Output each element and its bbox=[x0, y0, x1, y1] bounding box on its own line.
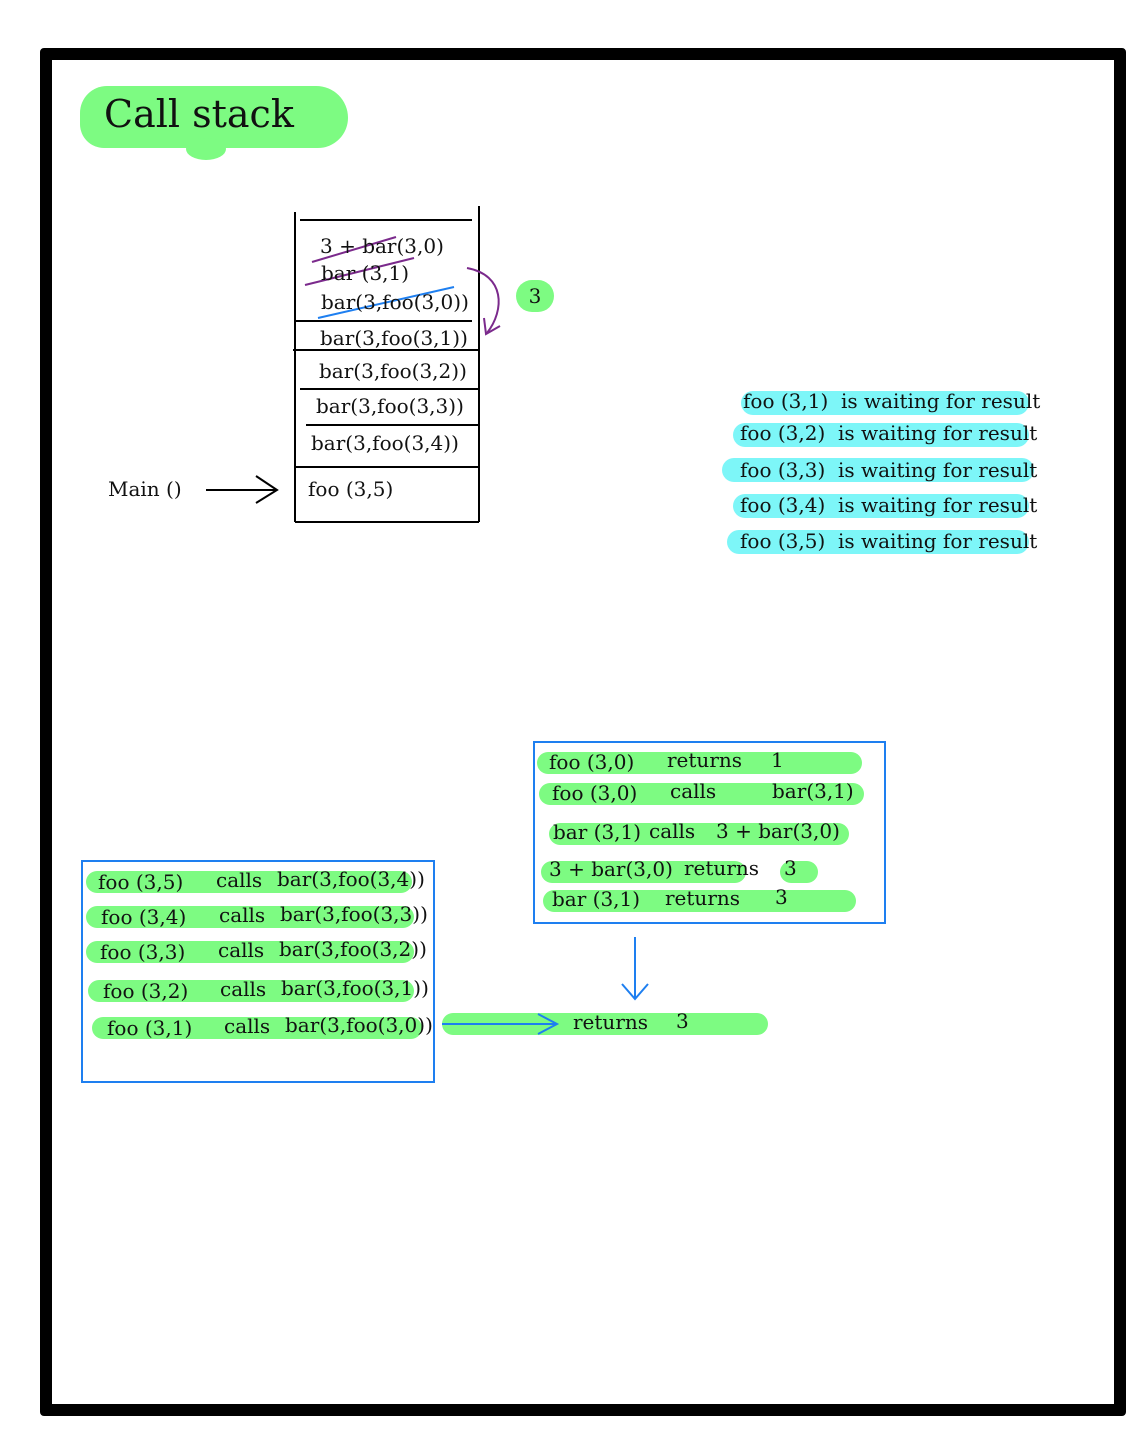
strike-line bbox=[317, 286, 455, 319]
waiting-item: foo (3,4) is waiting for result bbox=[740, 493, 1038, 517]
returns-row-a: bar (3,1) bbox=[552, 887, 641, 911]
stack-frame: bar(3,foo(3,2)) bbox=[319, 359, 467, 383]
stack-frame: 3 + bar(3,0) bbox=[320, 234, 444, 258]
down-arrow-head bbox=[621, 983, 649, 1001]
returns-row-b: 3 bbox=[775, 885, 788, 909]
waiting-highlight bbox=[722, 458, 1034, 482]
calls-row-callee: bar(3,foo(3,2)) bbox=[279, 937, 427, 961]
returns-row-verb: calls bbox=[670, 779, 717, 803]
returns-row-b: bar(3,1) bbox=[772, 779, 854, 803]
stack-frame: bar(3,foo(3,1)) bbox=[320, 326, 468, 350]
return-value-badge: 3 bbox=[516, 280, 554, 312]
returns-row-verb: returns bbox=[684, 856, 760, 880]
stack-frame: foo (3,5) bbox=[308, 477, 394, 501]
page-frame bbox=[40, 48, 1126, 1416]
return-arrow-head bbox=[483, 317, 501, 336]
strike-line bbox=[311, 236, 397, 263]
row-highlight bbox=[543, 890, 856, 912]
title-highlight-drip bbox=[186, 138, 226, 160]
stack-frame: bar(3,foo(3,3)) bbox=[316, 394, 464, 418]
strike-line bbox=[304, 257, 415, 286]
row-highlight bbox=[86, 941, 414, 963]
calls-row-callee: bar(3,foo(3,3)) bbox=[280, 902, 428, 926]
title-highlight bbox=[80, 86, 348, 148]
stack-frame: bar(3,foo(3,4)) bbox=[311, 431, 459, 455]
returns-row-a: 3 + bar(3,0) bbox=[549, 857, 673, 881]
returns-row-verb: calls bbox=[649, 819, 696, 843]
calls-row-caller: foo (3,2) bbox=[103, 979, 189, 1003]
final-highlight bbox=[442, 1013, 768, 1035]
returns-row-a: foo (3,0) bbox=[549, 750, 635, 774]
row-highlight bbox=[541, 861, 746, 883]
returns-box bbox=[533, 741, 886, 924]
row-highlight bbox=[86, 906, 414, 928]
calls-row-callee: bar(3,foo(3,0)) bbox=[285, 1013, 433, 1037]
page-title: Call stack bbox=[104, 92, 294, 136]
calls-row-verb: calls bbox=[219, 903, 266, 927]
waiting-item: foo (3,5) is waiting for result bbox=[740, 529, 1038, 553]
waiting-highlight bbox=[733, 494, 1029, 518]
calls-row-verb: calls bbox=[218, 938, 265, 962]
final-returns-value: 3 bbox=[676, 1009, 689, 1033]
waiting-item: foo (3,2) is waiting for result bbox=[740, 421, 1038, 445]
returns-row-b: 3 + bar(3,0) bbox=[716, 819, 840, 843]
returns-row-a: bar (3,1) bbox=[553, 820, 642, 844]
row-highlight bbox=[780, 861, 818, 883]
calls-row-verb: calls bbox=[216, 868, 263, 892]
returns-row-verb: returns bbox=[665, 886, 741, 910]
returns-row-b: 3 bbox=[784, 856, 797, 880]
waiting-item: foo (3,3) is waiting for result bbox=[740, 458, 1038, 482]
return-arrow bbox=[466, 267, 500, 334]
calls-box bbox=[81, 860, 435, 1083]
row-highlight bbox=[88, 980, 414, 1002]
stack-frame: bar (3,1) bbox=[321, 261, 410, 285]
calls-row-callee: bar(3,foo(3,4)) bbox=[277, 867, 425, 891]
row-highlight bbox=[537, 752, 862, 774]
waiting-item: foo (3,1) is waiting for result bbox=[743, 389, 1041, 413]
row-highlight bbox=[92, 1017, 422, 1039]
returns-row-b: 1 bbox=[771, 748, 784, 772]
final-returns-label: returns bbox=[573, 1010, 649, 1034]
row-highlight bbox=[86, 871, 412, 893]
calls-row-verb: calls bbox=[220, 977, 267, 1001]
calls-row-caller: foo (3,1) bbox=[107, 1016, 193, 1040]
calls-row-caller: foo (3,5) bbox=[98, 870, 184, 894]
calls-row-callee: bar(3,foo(3,1)) bbox=[281, 976, 429, 1000]
row-highlight bbox=[539, 783, 864, 805]
returns-row-verb: returns bbox=[667, 748, 743, 772]
main-label: Main () bbox=[108, 477, 182, 501]
calls-row-caller: foo (3,4) bbox=[101, 905, 187, 929]
waiting-highlight bbox=[727, 530, 1029, 554]
returns-row-a: foo (3,0) bbox=[552, 781, 638, 805]
main-arrow-head bbox=[255, 475, 279, 504]
row-highlight bbox=[549, 823, 849, 845]
waiting-highlight bbox=[741, 391, 1029, 415]
right-arrow-head bbox=[537, 1013, 560, 1035]
waiting-highlight bbox=[733, 423, 1029, 447]
calls-row-caller: foo (3,3) bbox=[100, 940, 186, 964]
stack-frame: bar(3,foo(3,0)) bbox=[321, 290, 469, 314]
calls-row-verb: calls bbox=[224, 1014, 271, 1038]
